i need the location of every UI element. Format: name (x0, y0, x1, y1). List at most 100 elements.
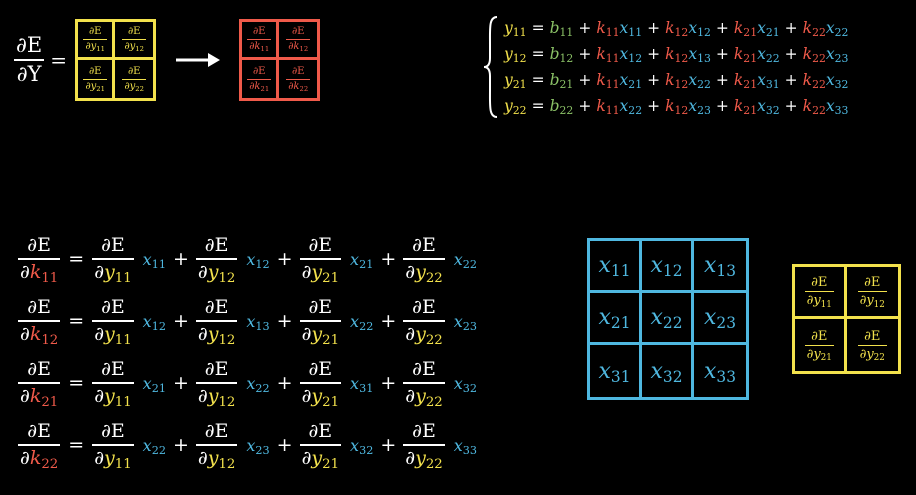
x-matrix-x21-subscript: 21 (610, 314, 631, 333)
equals-sign: = (68, 310, 85, 332)
grad-x-21: x21 (350, 250, 374, 271)
dE-dy22-numerator: ∂E (412, 420, 436, 443)
plus-sign: + (172, 310, 189, 332)
dE-dk22-denominator: ∂k22 (18, 447, 60, 470)
red-grid-fraction-22: ∂E∂k22 (286, 66, 311, 92)
dE-dy11-var: y11 (104, 261, 132, 284)
plus-sign: + (578, 71, 592, 89)
grad-x-11: x11 (143, 250, 166, 271)
eq-b-12-letter: b (549, 45, 560, 63)
x-matrix-x13: x13 (703, 253, 736, 280)
dE-dy21-partial: ∂ (301, 446, 312, 469)
plus-sign: + (784, 97, 798, 115)
eq-k-22-subscript: 22 (812, 78, 826, 92)
eq-k-12: k12 (665, 45, 689, 66)
eq-x-12: x12 (620, 45, 643, 65)
eq-k-22: k22 (803, 19, 826, 39)
grad-x-13-subscript: 13 (255, 319, 270, 333)
dE-dy12-var-letter: y (207, 322, 219, 345)
dE-dk11-var-subscript: 11 (41, 270, 59, 286)
eq-k-21: k21 (734, 97, 757, 117)
grad-x-22-subscript: 22 (255, 381, 270, 395)
eq-k-12-subscript: 12 (674, 52, 689, 66)
x-matrix-x31-letter: x (598, 358, 611, 384)
grad-x-21-subscript: 21 (359, 257, 374, 271)
dE-dy12-var: y12 (208, 261, 236, 284)
dE-dy11-var-letter: y (104, 446, 115, 469)
dE-dy21-var-subscript: 21 (322, 332, 340, 348)
dE-dy22-denominator: ∂y22 (403, 323, 444, 348)
dE-dy22-var: y22 (415, 385, 443, 408)
dE-dy21-partial: ∂ (301, 322, 312, 345)
dE-dy12-var: y12 (207, 322, 236, 348)
yellow-top-cell: ∂E∂y21 (78, 60, 116, 98)
eq-k-12: k12 (665, 97, 689, 118)
dE-dY-denominator: ∂Y (16, 61, 42, 86)
eq-k-12-letter: k (665, 71, 675, 89)
eq-x-32-letter: x (825, 71, 835, 89)
yellow-top-fraction-21-den-var: ∂y (85, 80, 97, 92)
eq-b-11-letter: b (549, 19, 560, 37)
dE-dy12-partial: ∂ (197, 260, 208, 283)
dE-dy11: ∂E∂y11 (92, 234, 134, 285)
eq-y-22-letter: y (504, 97, 513, 115)
dE-dy22-denominator: ∂y22 (403, 448, 444, 470)
eq-k-21-subscript: 21 (743, 78, 758, 92)
dE-dy12-var-subscript: 12 (218, 332, 236, 348)
yellow-top-fraction-11-den-var: ∂y (85, 41, 97, 52)
dE-dk22-var: k22 (30, 447, 58, 470)
x-matrix-x31-subscript: 31 (610, 367, 631, 386)
eq-k-12-subscript: 12 (674, 104, 689, 118)
dE-dy11-numerator: ∂E (101, 234, 125, 257)
plus-sign: + (784, 71, 798, 89)
yellow-right-fraction-12: ∂E∂y12 (857, 276, 887, 310)
dE-dy21-partial: ∂ (301, 384, 312, 407)
x-matrix-x23-subscript: 23 (716, 314, 736, 333)
grad-x-22-subscript: 22 (359, 319, 374, 333)
eq-k-21: k21 (734, 45, 757, 65)
dE-dy11-var: y11 (104, 323, 132, 346)
x-matrix-x23-letter: x (703, 305, 717, 330)
equals-sign: = (68, 434, 85, 456)
dE-dy12-denominator: ∂y12 (196, 448, 237, 470)
dE-dk12-var-subscript: 12 (41, 332, 59, 348)
grad-x-12-subscript: 12 (151, 319, 166, 333)
eq-k-22-subscript: 22 (812, 104, 826, 118)
eq-k-12-letter: k (665, 97, 675, 115)
yellow-right-fraction-21-numerator: ∂E (811, 328, 828, 344)
yellow-right-fraction-21-denominator: ∂y21 (805, 348, 834, 363)
yellow-right-fraction-12-den-var: ∂y (859, 293, 874, 308)
dE-dy21-numerator: ∂E (308, 420, 333, 443)
yellow-right-fraction-12-den-subscript: 12 (873, 299, 885, 310)
dE-dy22-numerator: ∂E (412, 234, 436, 257)
grad-x-22-letter: x (453, 249, 463, 269)
dE-dy22-var: y22 (415, 323, 443, 348)
eq-x-33-letter: x (825, 97, 835, 115)
dE-dy22-var-subscript: 22 (425, 332, 443, 348)
plus-sign: + (276, 372, 293, 394)
x-matrix-x13-letter: x (703, 253, 717, 278)
eq-x-12-letter: x (688, 19, 698, 37)
dE-dk22: ∂E∂k22 (18, 422, 61, 471)
yellow-right-fraction-22: ∂E∂y22 (857, 330, 887, 363)
red-grid-fraction-21: ∂E∂k21 (247, 66, 272, 92)
x-matrix-cell: x33 (694, 345, 746, 397)
plus-sign: + (715, 71, 729, 89)
eq-k-21-subscript: 21 (743, 26, 758, 40)
eq-b-22-subscript: 22 (559, 104, 574, 118)
eq-y-21-letter: y (504, 71, 513, 89)
grad-x-32-letter: x (350, 435, 360, 455)
equals-sign: = (531, 45, 545, 63)
red-grid-fraction-11: ∂E∂k11 (247, 27, 272, 52)
dE-dk11-var-letter: k (29, 260, 42, 283)
grad-x-32: x32 (350, 435, 373, 457)
eq-x-32-letter: x (757, 97, 766, 115)
yellow-right-fraction-22-den-var: ∂y (859, 346, 874, 362)
eq-x-22: x22 (688, 71, 711, 91)
eq-y-22-subscript: 22 (512, 104, 527, 118)
dE-dy12-var-subscript: 12 (218, 394, 236, 410)
eq-y-21: y21 (504, 71, 527, 91)
